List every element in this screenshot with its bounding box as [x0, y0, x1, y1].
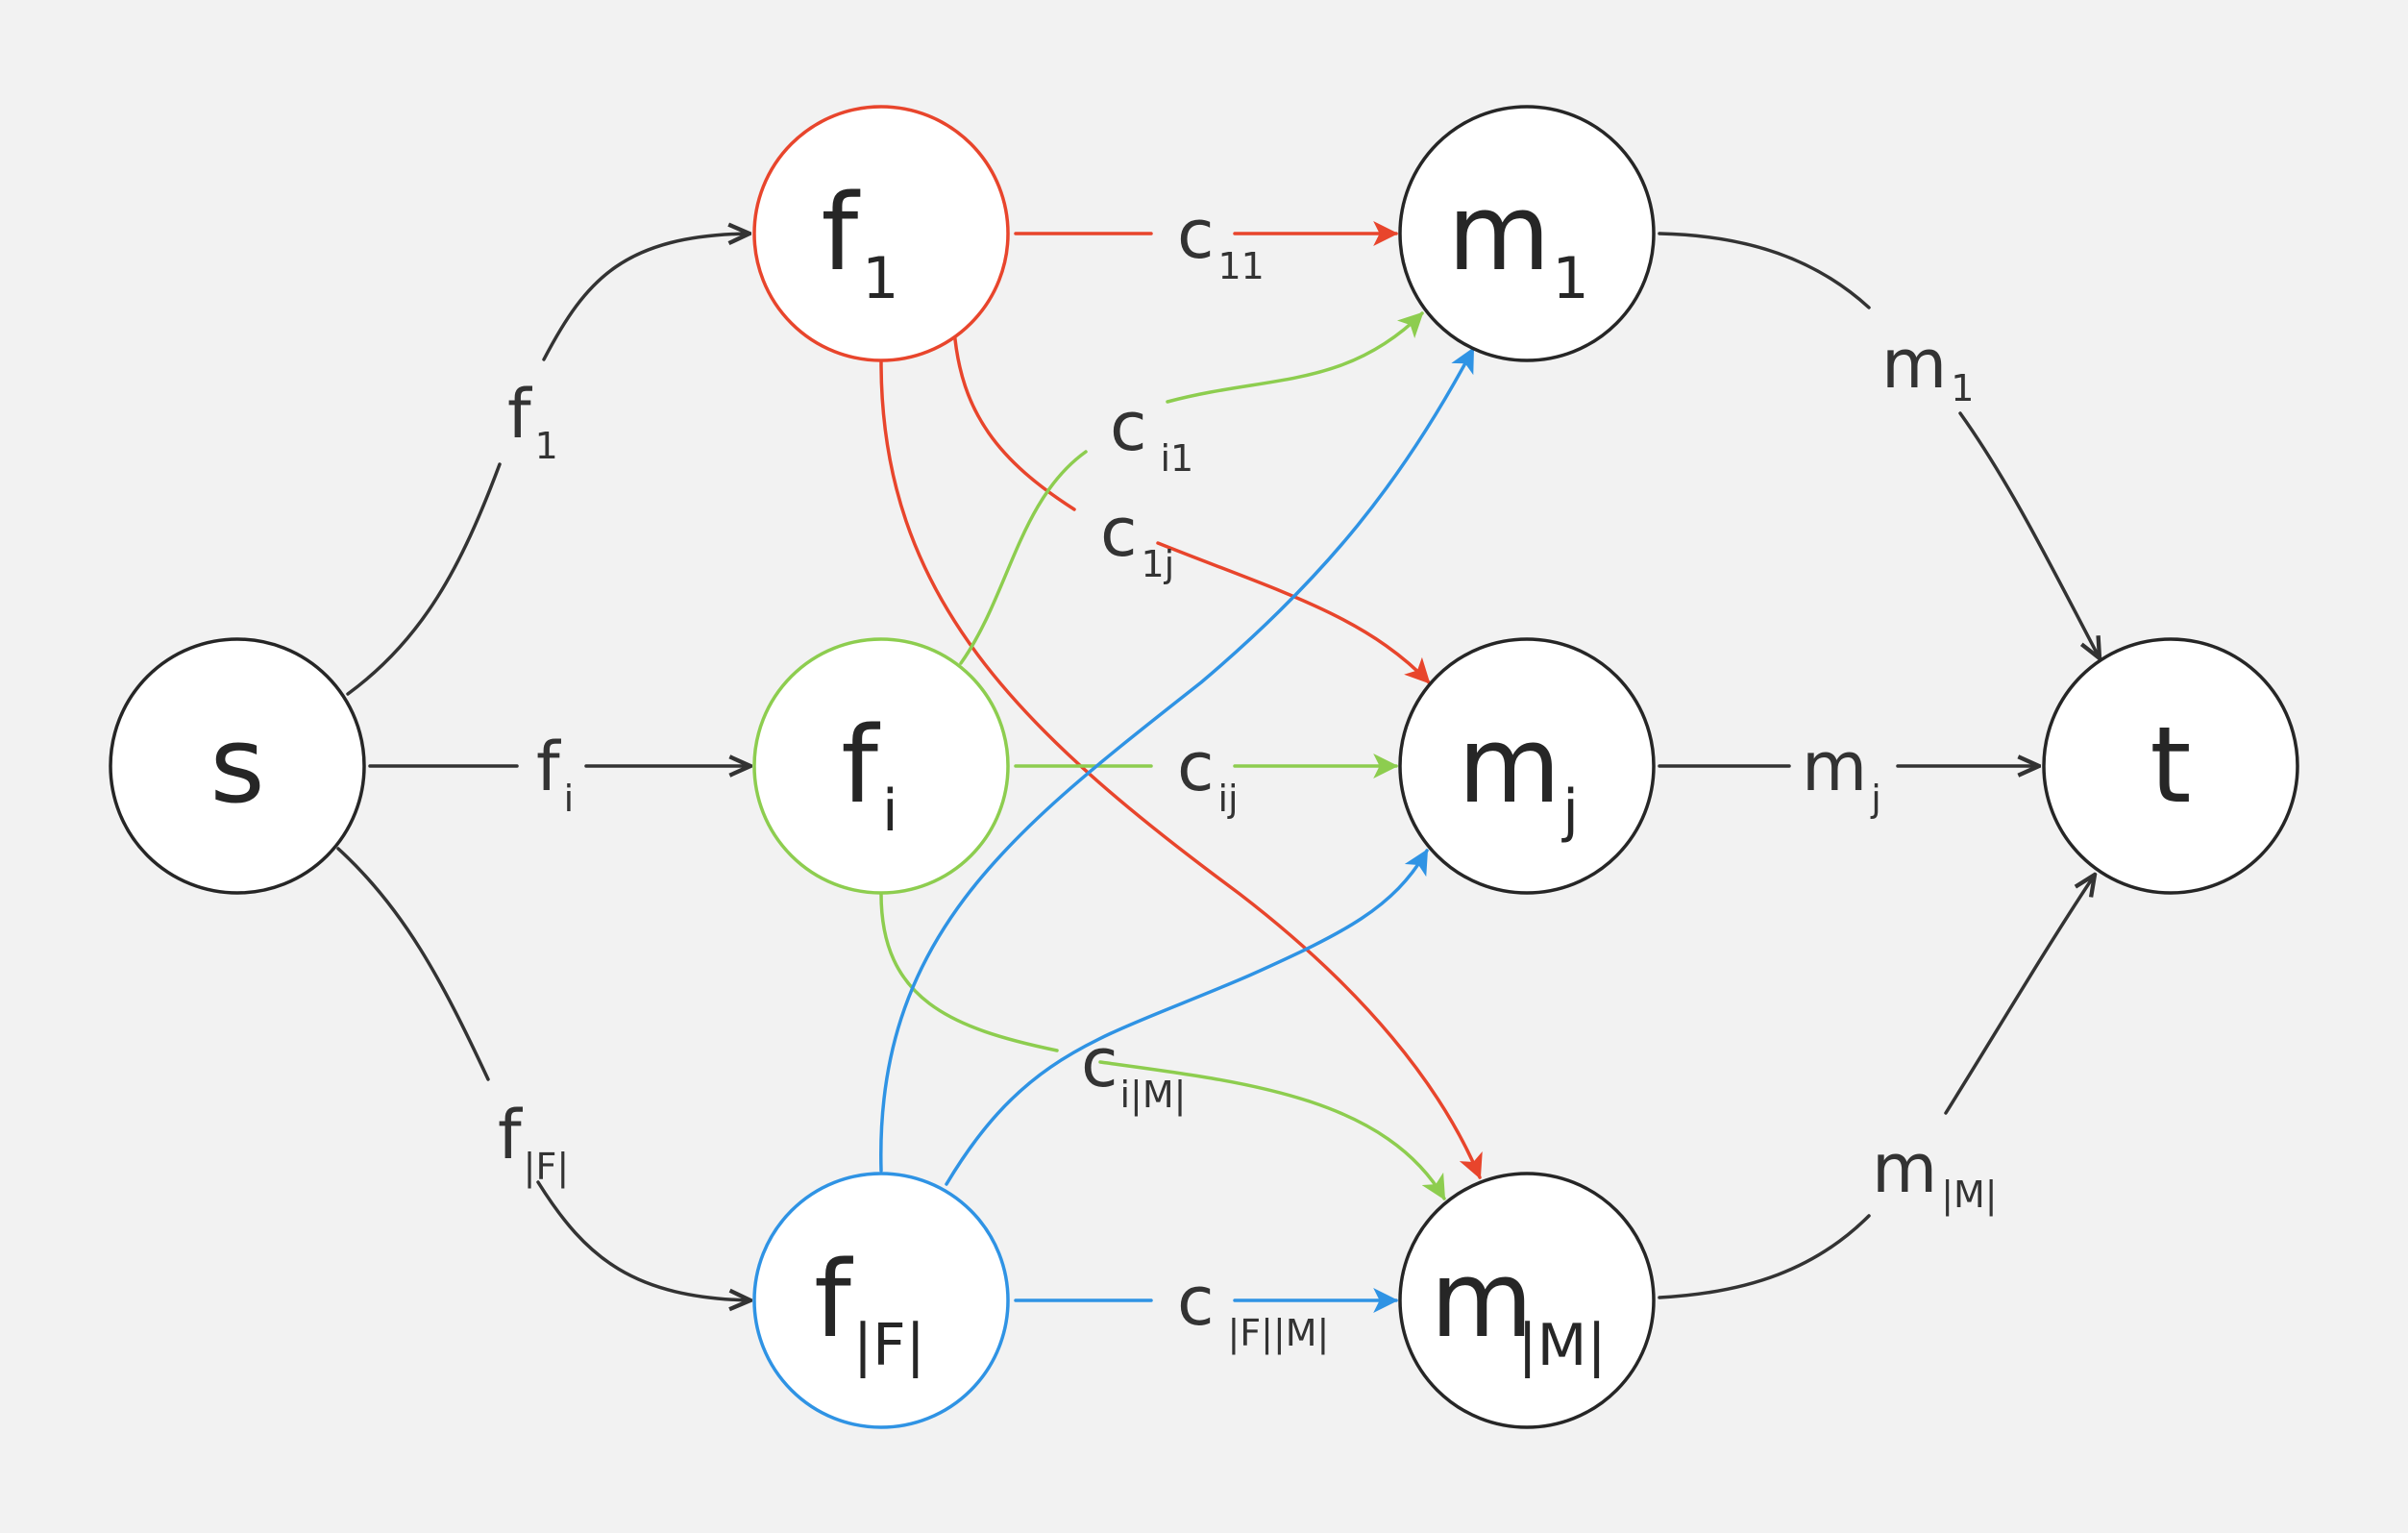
edge-f1-mM [879, 360, 1483, 1179]
edge-s-fF [336, 847, 490, 1081]
svg-text:mj: mj [1458, 704, 1579, 845]
edge-f1-mj-arrow [1156, 541, 1431, 684]
edge-s-fF-arrow [536, 1180, 750, 1300]
svg-text:t: t [2150, 704, 2191, 827]
nodes: s f1 fi f|F| m1 [109, 105, 2299, 1429]
node-fi: fi [752, 637, 1010, 895]
node-fF: f|F| [752, 1172, 1010, 1429]
edge-mM-t [1658, 1214, 1871, 1299]
edge-m1-t [1658, 232, 1871, 309]
svg-text:f|F|: f|F| [814, 1238, 925, 1379]
edge-fF-m1 [879, 347, 1475, 1173]
svg-text:fi: fi [841, 704, 897, 845]
label-mM-t: m|M| [1872, 1129, 1998, 1217]
edges [336, 221, 2100, 1313]
edge-fi-mM [879, 892, 1059, 1052]
edge-fi-m1-arrow [1166, 311, 1424, 404]
node-t: t [2042, 637, 2299, 895]
svg-text:s: s [209, 704, 264, 827]
node-m1: m1 [1398, 105, 1656, 362]
svg-text:m|M|: m|M| [1430, 1238, 1606, 1379]
label-s-fF: f|F| [498, 1096, 569, 1189]
node-mM: m|M| [1398, 1172, 1656, 1429]
edge-fi-m1 [959, 450, 1088, 665]
edge-fi-mM-arrow [1098, 1060, 1446, 1200]
svg-text:m1: m1 [1447, 171, 1588, 312]
label-fF-mM: c|F||M| [1177, 1262, 1329, 1355]
edge-s-f1-arrow [542, 234, 749, 361]
edge-mM-t-arrow [1944, 875, 2095, 1115]
node-s: s [109, 637, 366, 895]
label-fi-mM: ci|M| [1081, 1024, 1186, 1117]
edge-fF-mj [945, 849, 1429, 1186]
edge-m1-t-arrow [1958, 411, 2100, 658]
svg-text:f1: f1 [822, 171, 899, 312]
node-mj: mj [1398, 637, 1656, 895]
edge-s-f1 [346, 462, 502, 696]
node-f1: f1 [752, 105, 1010, 362]
